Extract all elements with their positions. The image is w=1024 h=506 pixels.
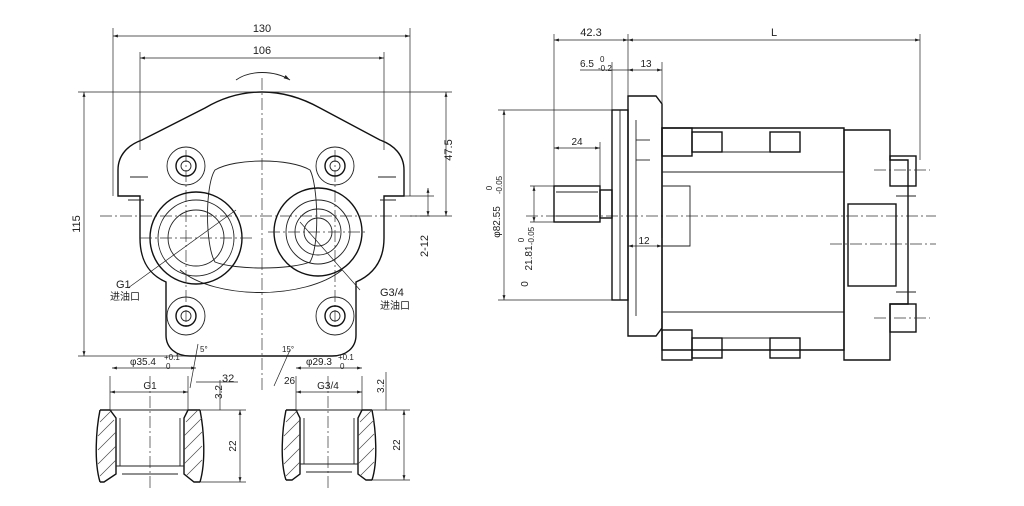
dim-angle-right: 15° bbox=[282, 345, 294, 354]
inlet-port-section: G1 32 3.2 22 bbox=[95, 373, 246, 490]
dim-angle-left: 5° bbox=[200, 345, 208, 354]
bolt-hole-bottom-left bbox=[166, 296, 206, 336]
dim-pilot-thickness: 6.5 bbox=[580, 59, 594, 70]
dim-outlet-chamfer: 3.2 bbox=[376, 379, 387, 393]
bolt-hole-bottom-right bbox=[315, 296, 355, 336]
dim-inlet-bore: φ35.4 bbox=[130, 357, 156, 368]
shaft bbox=[553, 185, 613, 223]
dim-outlet-bore-tol-lower: 0 bbox=[340, 362, 345, 371]
label-inlet-name: 进油口 bbox=[110, 290, 140, 303]
end-cover bbox=[843, 129, 909, 361]
pump-body bbox=[661, 127, 845, 351]
dim-offset-right: 47.5 bbox=[443, 139, 455, 160]
dim-pilot-tol-upper: 0 bbox=[600, 55, 605, 64]
side-dimensions: 42.3 L 6.5 0 -0.2 13 24 12 φ82.55 0 -0.0… bbox=[485, 27, 921, 301]
dim-pilot-dia-tol-upper: 0 bbox=[485, 185, 494, 190]
dim-height: 115 bbox=[71, 215, 83, 233]
dim-outlet-width: 26 bbox=[284, 376, 296, 387]
dim-pilot-diameter: φ82.55 bbox=[492, 206, 503, 238]
dim-inlet-chamfer: 3.2 bbox=[214, 385, 225, 399]
bolt-hole-top-left bbox=[166, 146, 206, 186]
dim-bolt-spacing: 106 bbox=[253, 45, 271, 57]
rotation-arrow bbox=[235, 72, 291, 81]
dim-side-flange: 42.3 bbox=[580, 27, 601, 39]
label-outlet-name: 进油口 bbox=[380, 299, 410, 312]
dim-outlet-depth: 22 bbox=[392, 439, 403, 451]
inlet-port bbox=[140, 191, 252, 285]
dim-shaft-diameter: 21.81 bbox=[524, 245, 535, 270]
dim-flange-thickness: 13 bbox=[640, 59, 652, 70]
front-view bbox=[100, 72, 430, 392]
dim-inlet-width: 32 bbox=[222, 373, 234, 385]
dim-pilot-dia-tol-lower: -0.05 bbox=[495, 175, 504, 194]
outlet-port-section: G3/4 26 3.2 22 bbox=[281, 372, 410, 490]
dim-pilot-tol-lower: -0.2 bbox=[598, 64, 612, 73]
dim-inlet-depth: 22 bbox=[228, 440, 239, 452]
dim-shaft-length: 24 bbox=[571, 137, 583, 148]
label-section-outlet-thread: G3/4 bbox=[317, 381, 339, 392]
flange-outline bbox=[117, 91, 405, 357]
dim-shaft-dia-tol-lower: -0.05 bbox=[527, 226, 536, 245]
dim-shaft-step: 12 bbox=[638, 236, 650, 247]
outlet-port bbox=[268, 187, 368, 277]
label-section-inlet-thread: G1 bbox=[143, 381, 157, 392]
dim-outlet-bore-tol-upper: +0.1 bbox=[338, 353, 354, 362]
front-dimensions: 130 106 115 47.5 2-12 G1 进油口 G3/4 进油口 5°… bbox=[71, 23, 455, 389]
dim-outlet-bore: φ29.3 bbox=[306, 357, 332, 368]
dim-zero-mark: 0 bbox=[520, 281, 531, 287]
dim-inlet-bore-tol-upper: +0.1 bbox=[164, 353, 180, 362]
dim-port-thread: 2-12 bbox=[419, 235, 431, 257]
dim-front-width: 130 bbox=[253, 23, 271, 35]
side-view bbox=[526, 95, 936, 361]
dim-shaft-dia-tol-upper: 0 bbox=[517, 237, 526, 242]
bolt-hole-top-right bbox=[315, 146, 355, 186]
label-inlet-thread: G1 bbox=[116, 279, 131, 291]
dim-side-length: L bbox=[771, 27, 777, 39]
label-outlet-thread: G3/4 bbox=[380, 287, 404, 299]
dim-inlet-bore-tol-lower: 0 bbox=[166, 362, 171, 371]
